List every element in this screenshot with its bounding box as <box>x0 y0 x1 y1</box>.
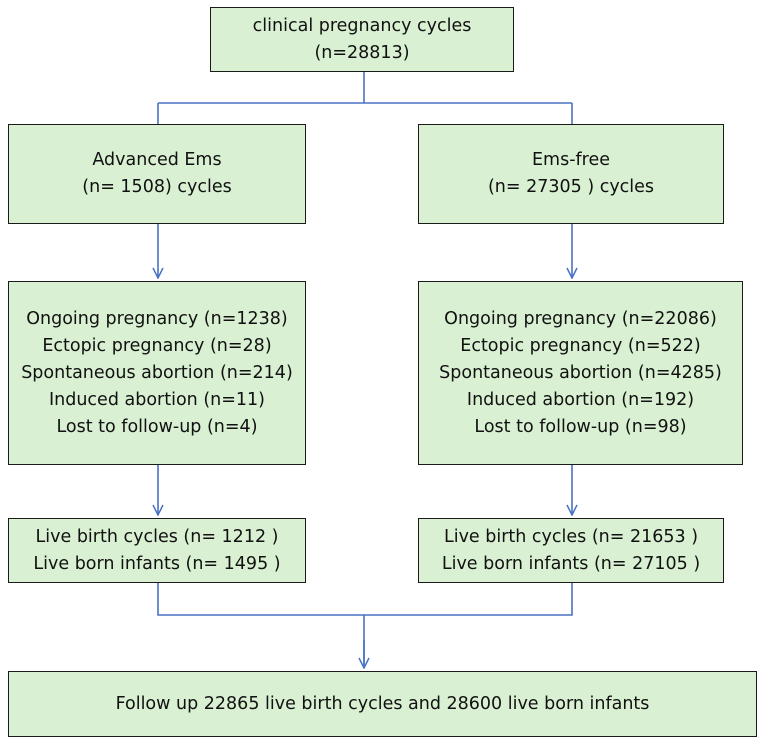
right-live-birth-cycles: Live birth cycles (n= 21653 ) <box>443 526 699 547</box>
left-outcome-spontaneous: Spontaneous abortion (n=214) <box>21 362 293 383</box>
ems-free-births-box: Live birth cycles (n= 21653 ) Live born … <box>418 518 724 583</box>
right-outcome-induced: Induced abortion (n=192) <box>466 389 695 410</box>
left-outcome-ectopic: Ectopic pregnancy (n=28) <box>42 335 272 356</box>
ems-free-title: Ems-free <box>531 150 611 170</box>
clinical-pregnancy-box: clinical pregnancy cycles (n=28813) <box>210 7 514 72</box>
right-outcome-spontaneous: Spontaneous abortion (n=4285) <box>439 362 722 383</box>
follow-up-text: Follow up 22865 live birth cycles and 28… <box>115 693 650 714</box>
advanced-ems-count: (n= 1508) cycles <box>82 177 232 197</box>
left-outcome-induced: Induced abortion (n=11) <box>48 389 265 410</box>
split-connector <box>157 72 573 124</box>
merge-connector <box>157 583 573 668</box>
ems-free-outcomes-box: Ongoing pregnancy (n=22086) Ectopic preg… <box>418 281 743 465</box>
ems-free-count: (n= 27305 ) cycles <box>487 177 655 197</box>
left-live-born-infants: Live born infants (n= 1495 ) <box>33 553 281 574</box>
advanced-ems-outcomes-box: Ongoing pregnancy (n=1238) Ectopic pregn… <box>8 281 306 465</box>
top-line-1: clinical pregnancy cycles <box>252 15 472 36</box>
advanced-ems-box: Advanced Ems (n= 1508) cycles <box>8 124 306 224</box>
ems-free-box: Ems-free (n= 27305 ) cycles <box>418 124 724 224</box>
left-outcome-ongoing: Ongoing pregnancy (n=1238) <box>26 308 288 329</box>
right-outcome-ongoing: Ongoing pregnancy (n=22086) <box>444 308 717 329</box>
follow-up-box: Follow up 22865 live birth cycles and 28… <box>8 671 757 737</box>
right-live-born-infants: Live born infants (n= 27105 ) <box>441 553 701 574</box>
top-line-2: (n=28813) <box>314 42 410 63</box>
left-outcome-lost: Lost to follow-up (n=4) <box>56 416 258 437</box>
right-outcome-lost: Lost to follow-up (n=98) <box>474 416 687 437</box>
right-outcome-ectopic: Ectopic pregnancy (n=522) <box>460 335 701 356</box>
left-live-birth-cycles: Live birth cycles (n= 1212 ) <box>35 526 279 547</box>
advanced-ems-births-box: Live birth cycles (n= 1212 ) Live born i… <box>8 518 306 583</box>
advanced-ems-title: Advanced Ems <box>92 150 222 170</box>
